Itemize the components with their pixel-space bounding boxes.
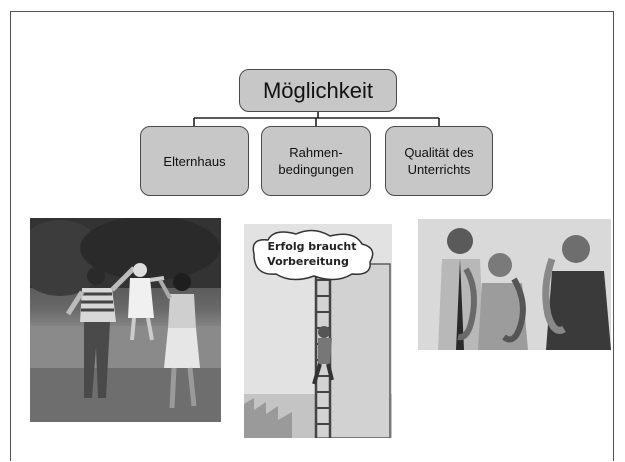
cartoon-caption-line-2: Vorbereitung	[267, 255, 349, 268]
node-elternhaus: Elternhaus	[140, 126, 249, 196]
cartoon-illustration: Erfolg braucht Vorbereitung	[244, 224, 392, 438]
connector-lines	[193, 112, 440, 126]
node-rahmenbedingungen: Rahmen- bedingungen	[261, 126, 371, 196]
saxophone-students-photo	[418, 219, 611, 350]
slide: Möglichkeit Elternhaus Rahmen- bedingung…	[10, 11, 614, 461]
cartoon-caption-line-1: Erfolg braucht	[268, 240, 357, 253]
node-qualitaet-des-unterrichts: Qualität des Unterrichts	[385, 126, 493, 196]
family-photo	[30, 218, 221, 422]
node-moeglichkeit: Möglichkeit	[239, 69, 397, 112]
